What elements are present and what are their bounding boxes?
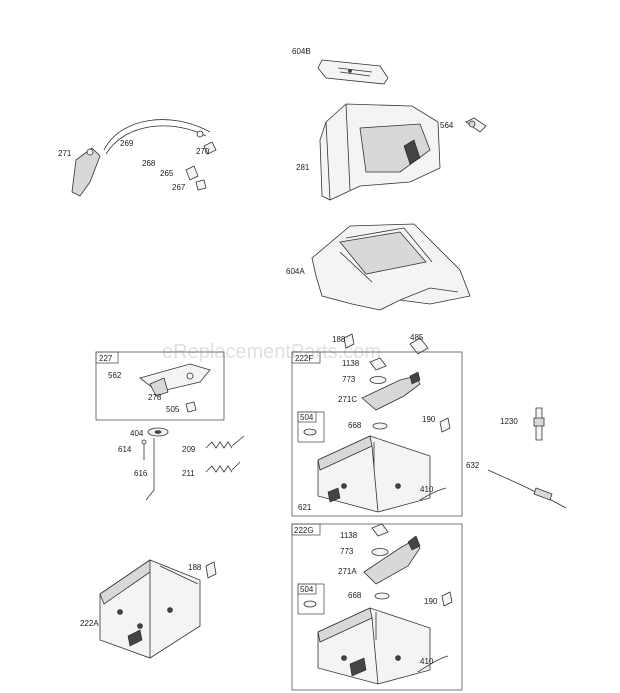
box-222f-frame [291, 351, 463, 517]
part-504-clip-upper [303, 428, 317, 436]
callout-668-lower: 668 [348, 591, 362, 600]
part-773-washer-upper [369, 376, 387, 384]
callout-222a: 222A [80, 619, 99, 628]
box-222f-label: 222F [295, 354, 313, 363]
part-668-washer-upper [372, 422, 388, 430]
callout-265: 265 [160, 169, 174, 178]
part-505-nut [185, 401, 197, 413]
box-227-label: 227 [99, 354, 113, 363]
callout-211: 211 [182, 469, 195, 478]
callout-604b: 604B [292, 47, 311, 56]
part-267-screw [195, 179, 207, 191]
callout-505: 505 [166, 405, 180, 414]
part-564-screw [465, 117, 487, 133]
callout-616: 616 [134, 469, 148, 478]
part-269-control-cable [103, 119, 211, 155]
part-265-bracket [185, 165, 199, 181]
callout-614: 614 [118, 445, 132, 454]
callout-267: 267 [172, 183, 186, 192]
watermark: eReplacementParts.com [162, 341, 381, 363]
box-504-upper-label: 504 [300, 413, 314, 422]
part-271-control-lever [71, 147, 101, 197]
callout-632: 632 [466, 461, 480, 470]
callout-621: 621 [298, 503, 312, 512]
part-190-screw-upper [439, 417, 451, 433]
callout-564: 564 [440, 121, 454, 130]
callout-1230: 1230 [500, 417, 518, 426]
part-188-screw-lower [205, 561, 217, 579]
part-404-washer [147, 427, 169, 437]
part-616-rod [145, 438, 155, 501]
callout-268: 268 [142, 159, 156, 168]
box-222g-tag [291, 523, 321, 536]
callout-1138-upper: 1138 [342, 359, 360, 368]
part-504-clip-lower [303, 600, 317, 608]
part-668-washer-lower [374, 592, 390, 600]
part-773-washer-lower [371, 548, 389, 556]
part-632-choke-cable [487, 469, 567, 509]
callout-281: 281 [296, 163, 310, 172]
callout-604a: 604A [286, 267, 305, 276]
box-222g-label: 222G [294, 526, 314, 535]
part-1230-spark-plug [533, 407, 545, 441]
part-410-spring-lower [417, 655, 449, 673]
callout-668-upper: 668 [348, 421, 362, 430]
callout-188-upper: 188 [332, 335, 346, 344]
part-1138-nut-lower [371, 523, 389, 537]
callout-410-lower: 410 [420, 657, 434, 666]
part-190-screw-lower [441, 591, 453, 607]
part-222a-control-bracket [99, 559, 201, 659]
box-227-frame [95, 351, 225, 421]
part-209-spring [205, 435, 245, 449]
box-227-tag [95, 351, 119, 364]
callout-271a: 271A [338, 567, 357, 576]
part-1138-nut-upper [369, 357, 387, 371]
part-281-blower-housing [319, 103, 441, 201]
part-222g-control-bracket [317, 607, 431, 685]
callout-773-lower: 773 [340, 547, 354, 556]
callout-269: 269 [120, 139, 134, 148]
part-270-clip [203, 141, 217, 155]
callout-1138-lower: 1138 [340, 531, 358, 540]
callout-562: 562 [108, 371, 122, 380]
callout-485: 485 [410, 333, 424, 342]
callout-278: 278 [148, 393, 162, 402]
callout-188-lower: 188 [188, 563, 202, 572]
part-410-spring-upper [419, 487, 447, 501]
part-604a-shroud [311, 223, 471, 311]
part-614-pin [141, 439, 147, 460]
box-504-lower-label: 504 [300, 585, 314, 594]
callout-271: 271 [58, 149, 72, 158]
part-188-screw-upper [343, 333, 355, 349]
callout-209: 209 [182, 445, 196, 454]
callout-410-upper: 410 [420, 485, 434, 494]
callout-190-upper: 190 [422, 415, 436, 424]
callout-404: 404 [130, 429, 144, 438]
part-604b-cover-plate [317, 59, 389, 85]
box-504-upper-tag [297, 411, 317, 423]
callout-773-upper: 773 [342, 375, 356, 384]
part-222f-control-bracket [317, 435, 431, 513]
callout-190-lower: 190 [424, 597, 438, 606]
box-222g-frame [291, 523, 463, 691]
box-222f-tag [291, 351, 321, 364]
callout-271c: 271C [338, 395, 357, 404]
part-227-lever-assembly [139, 363, 211, 397]
part-485-cap [409, 337, 429, 355]
part-271c-control-lever [361, 371, 421, 411]
part-211-spring [205, 461, 241, 473]
part-271a-control-lever [363, 535, 421, 585]
callout-270: 270 [196, 147, 210, 156]
box-504-lower-tag [297, 583, 317, 595]
